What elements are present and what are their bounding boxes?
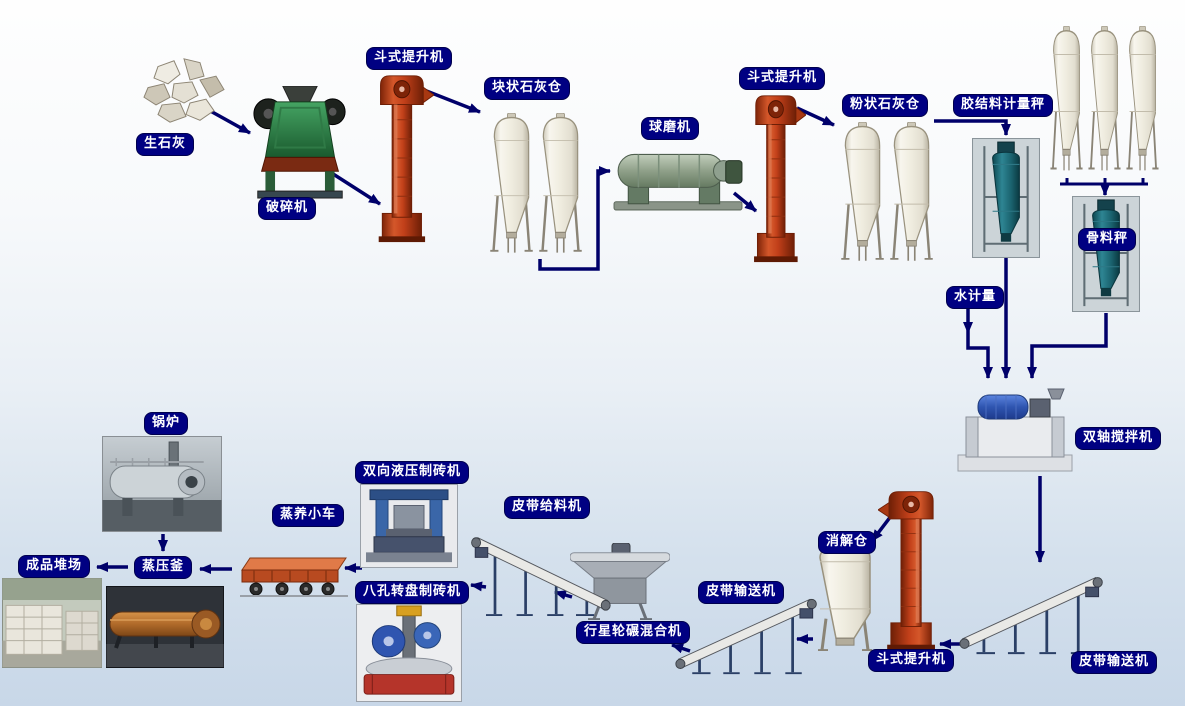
crusher-label: 破碎机 xyxy=(258,197,317,220)
arrow-feeder-press xyxy=(470,581,487,592)
arrow-water-mixer xyxy=(966,333,993,379)
lump-lime-silo-image-2 xyxy=(537,113,584,255)
hydraulic-brick-press-image xyxy=(360,484,458,568)
boiler-image xyxy=(102,436,222,532)
binder-scale-label: 胶结料计量秤 xyxy=(953,94,1054,117)
binder-scale-image xyxy=(972,138,1040,258)
quicklime-rocks-image xyxy=(143,58,225,123)
belt-feeder-image xyxy=(468,528,612,618)
arrow-elevator1-lumpsilo xyxy=(423,88,481,114)
arrow-conveyor2-planetary xyxy=(671,643,691,654)
aggregate-scale-image xyxy=(1072,196,1140,312)
arrow-ballmill-elevator2 xyxy=(732,191,758,213)
storage-silo-manifold xyxy=(1060,178,1148,186)
powder-lime-silo-label: 粉状石灰仓 xyxy=(842,94,929,117)
lump-lime-silo-label: 块状石灰仓 xyxy=(484,77,571,100)
belt-conveyor-right-image xyxy=(958,568,1106,656)
ball-mill-label: 球磨机 xyxy=(641,117,700,140)
belt-conveyor-right-label: 皮带输送机 xyxy=(1071,651,1158,674)
powder-lime-silo-image-2 xyxy=(888,122,935,263)
quicklime-label: 生石灰 xyxy=(136,133,195,156)
lump-lime-silo-image-1 xyxy=(488,113,535,255)
boiler-label: 锅炉 xyxy=(144,412,189,435)
autoclave-label: 蒸压釜 xyxy=(134,556,193,579)
hydraulic-brick-press-label: 双向液压制砖机 xyxy=(355,461,470,484)
storage-silo-image-2 xyxy=(1087,26,1122,172)
rotary-brick-press-image xyxy=(356,604,462,702)
bucket-elevator-2-image xyxy=(753,95,806,263)
arrow-powdersilo-binderscale xyxy=(934,119,1011,136)
steam-cart-image xyxy=(239,557,349,597)
storage-silo-image-3 xyxy=(1125,26,1160,172)
powder-lime-silo-image-1 xyxy=(839,122,886,263)
storage-silo-image-1 xyxy=(1049,26,1084,172)
crusher-image xyxy=(252,86,347,200)
bucket-elevator-3-label: 斗式提升机 xyxy=(868,649,955,672)
arrow-crusher-elevator1 xyxy=(329,170,381,206)
planetary-mixer-label: 行星轮碾混合机 xyxy=(576,621,691,644)
ball-mill-image xyxy=(613,153,743,211)
arrow-aggregatescale-mixer xyxy=(1027,313,1108,379)
bucket-elevator-1-label: 斗式提升机 xyxy=(366,47,453,70)
belt-conveyor-mid-label: 皮带输送机 xyxy=(698,581,785,604)
aggregate-scale-label: 骨料秤 xyxy=(1078,228,1137,251)
bucket-elevator-1-image xyxy=(378,75,434,243)
product-yard-label: 成品堆场 xyxy=(18,555,91,578)
autoclave-image xyxy=(106,586,224,668)
arrow-planetary-feeder xyxy=(554,590,573,600)
arrow-lumpsilo-ballmill xyxy=(538,166,611,271)
belt-feeder-label: 皮带给料机 xyxy=(504,496,591,519)
digestion-silo-image xyxy=(816,548,874,652)
twin-shaft-mixer-image xyxy=(957,388,1073,472)
product-yard-image xyxy=(2,578,102,668)
twin-shaft-mixer-label: 双轴搅拌机 xyxy=(1075,427,1162,450)
steam-cart-label: 蒸养小车 xyxy=(272,504,345,527)
rotary-brick-press-label: 八孔转盘制砖机 xyxy=(355,581,470,604)
arrow-elevator2-powdersilo xyxy=(796,106,835,127)
bucket-elevator-2-label: 斗式提升机 xyxy=(739,67,826,90)
digestion-silo-label: 消解仓 xyxy=(818,531,877,554)
bucket-elevator-3-image xyxy=(878,491,936,651)
water-meter-label: 水计量 xyxy=(946,286,1005,309)
